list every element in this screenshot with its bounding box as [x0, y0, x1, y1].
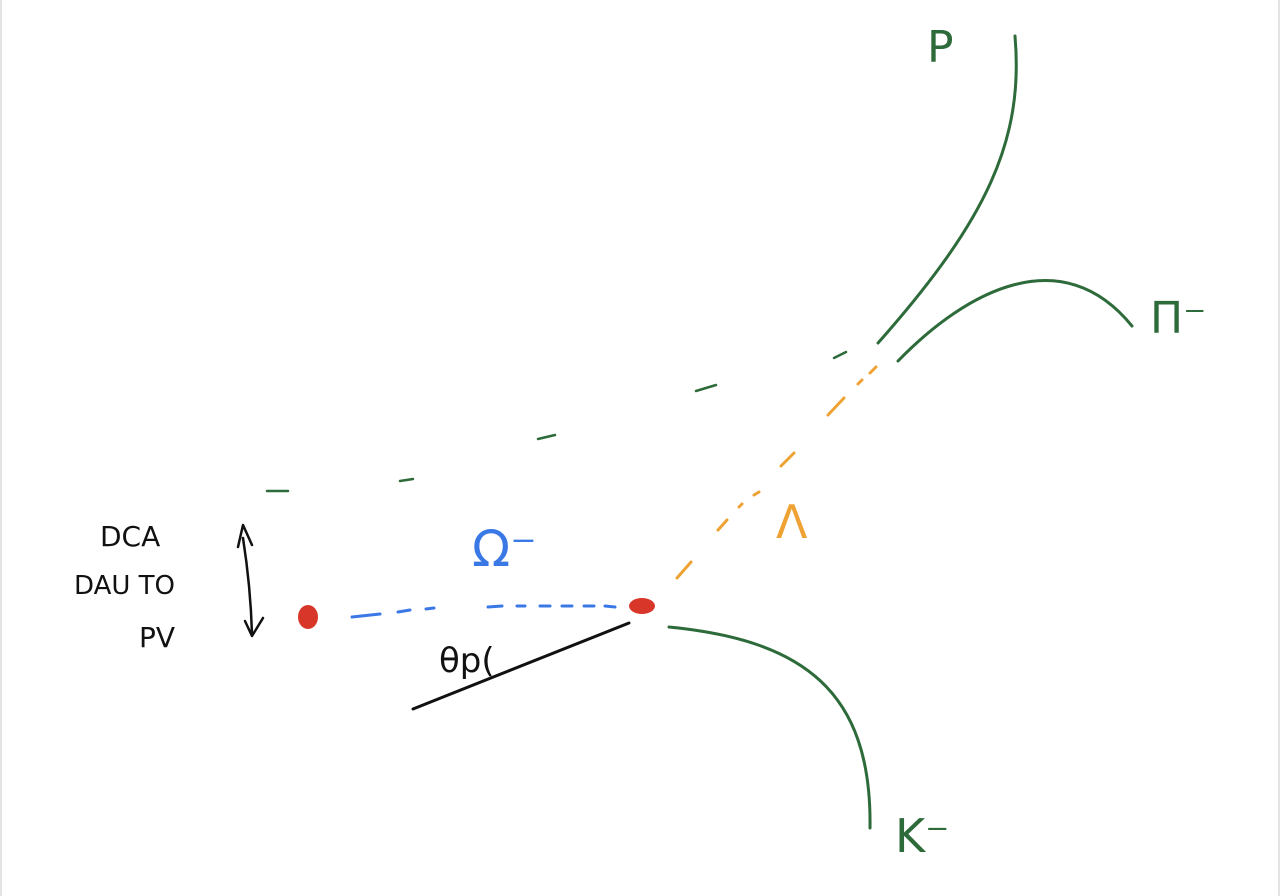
dca-label-line1: DCA [100, 520, 160, 553]
pion-track [896, 279, 1134, 363]
opening-angle-line [411, 621, 631, 711]
proton-track [876, 34, 1018, 345]
kaon-track [667, 625, 872, 830]
opening-angle-label: θp( [439, 641, 495, 681]
dca-label-line2: DAU TO [74, 571, 175, 601]
omega-decay-vertex-dot [629, 598, 655, 614]
proton-label: P [927, 22, 954, 73]
lambda-label: Λ [776, 495, 808, 549]
omega-label: Ω⁻ [472, 520, 537, 578]
kaon-label: K⁻ [895, 809, 949, 863]
omega-flight-path [350, 604, 617, 619]
dca-arrow [236, 523, 265, 638]
dca-label-line3: PV [139, 621, 175, 654]
extrapolated-track [265, 350, 848, 493]
primary-vertex-dot [298, 605, 318, 629]
pion-label: Π⁻ [1150, 293, 1206, 344]
lambda-flight-path [675, 365, 878, 580]
